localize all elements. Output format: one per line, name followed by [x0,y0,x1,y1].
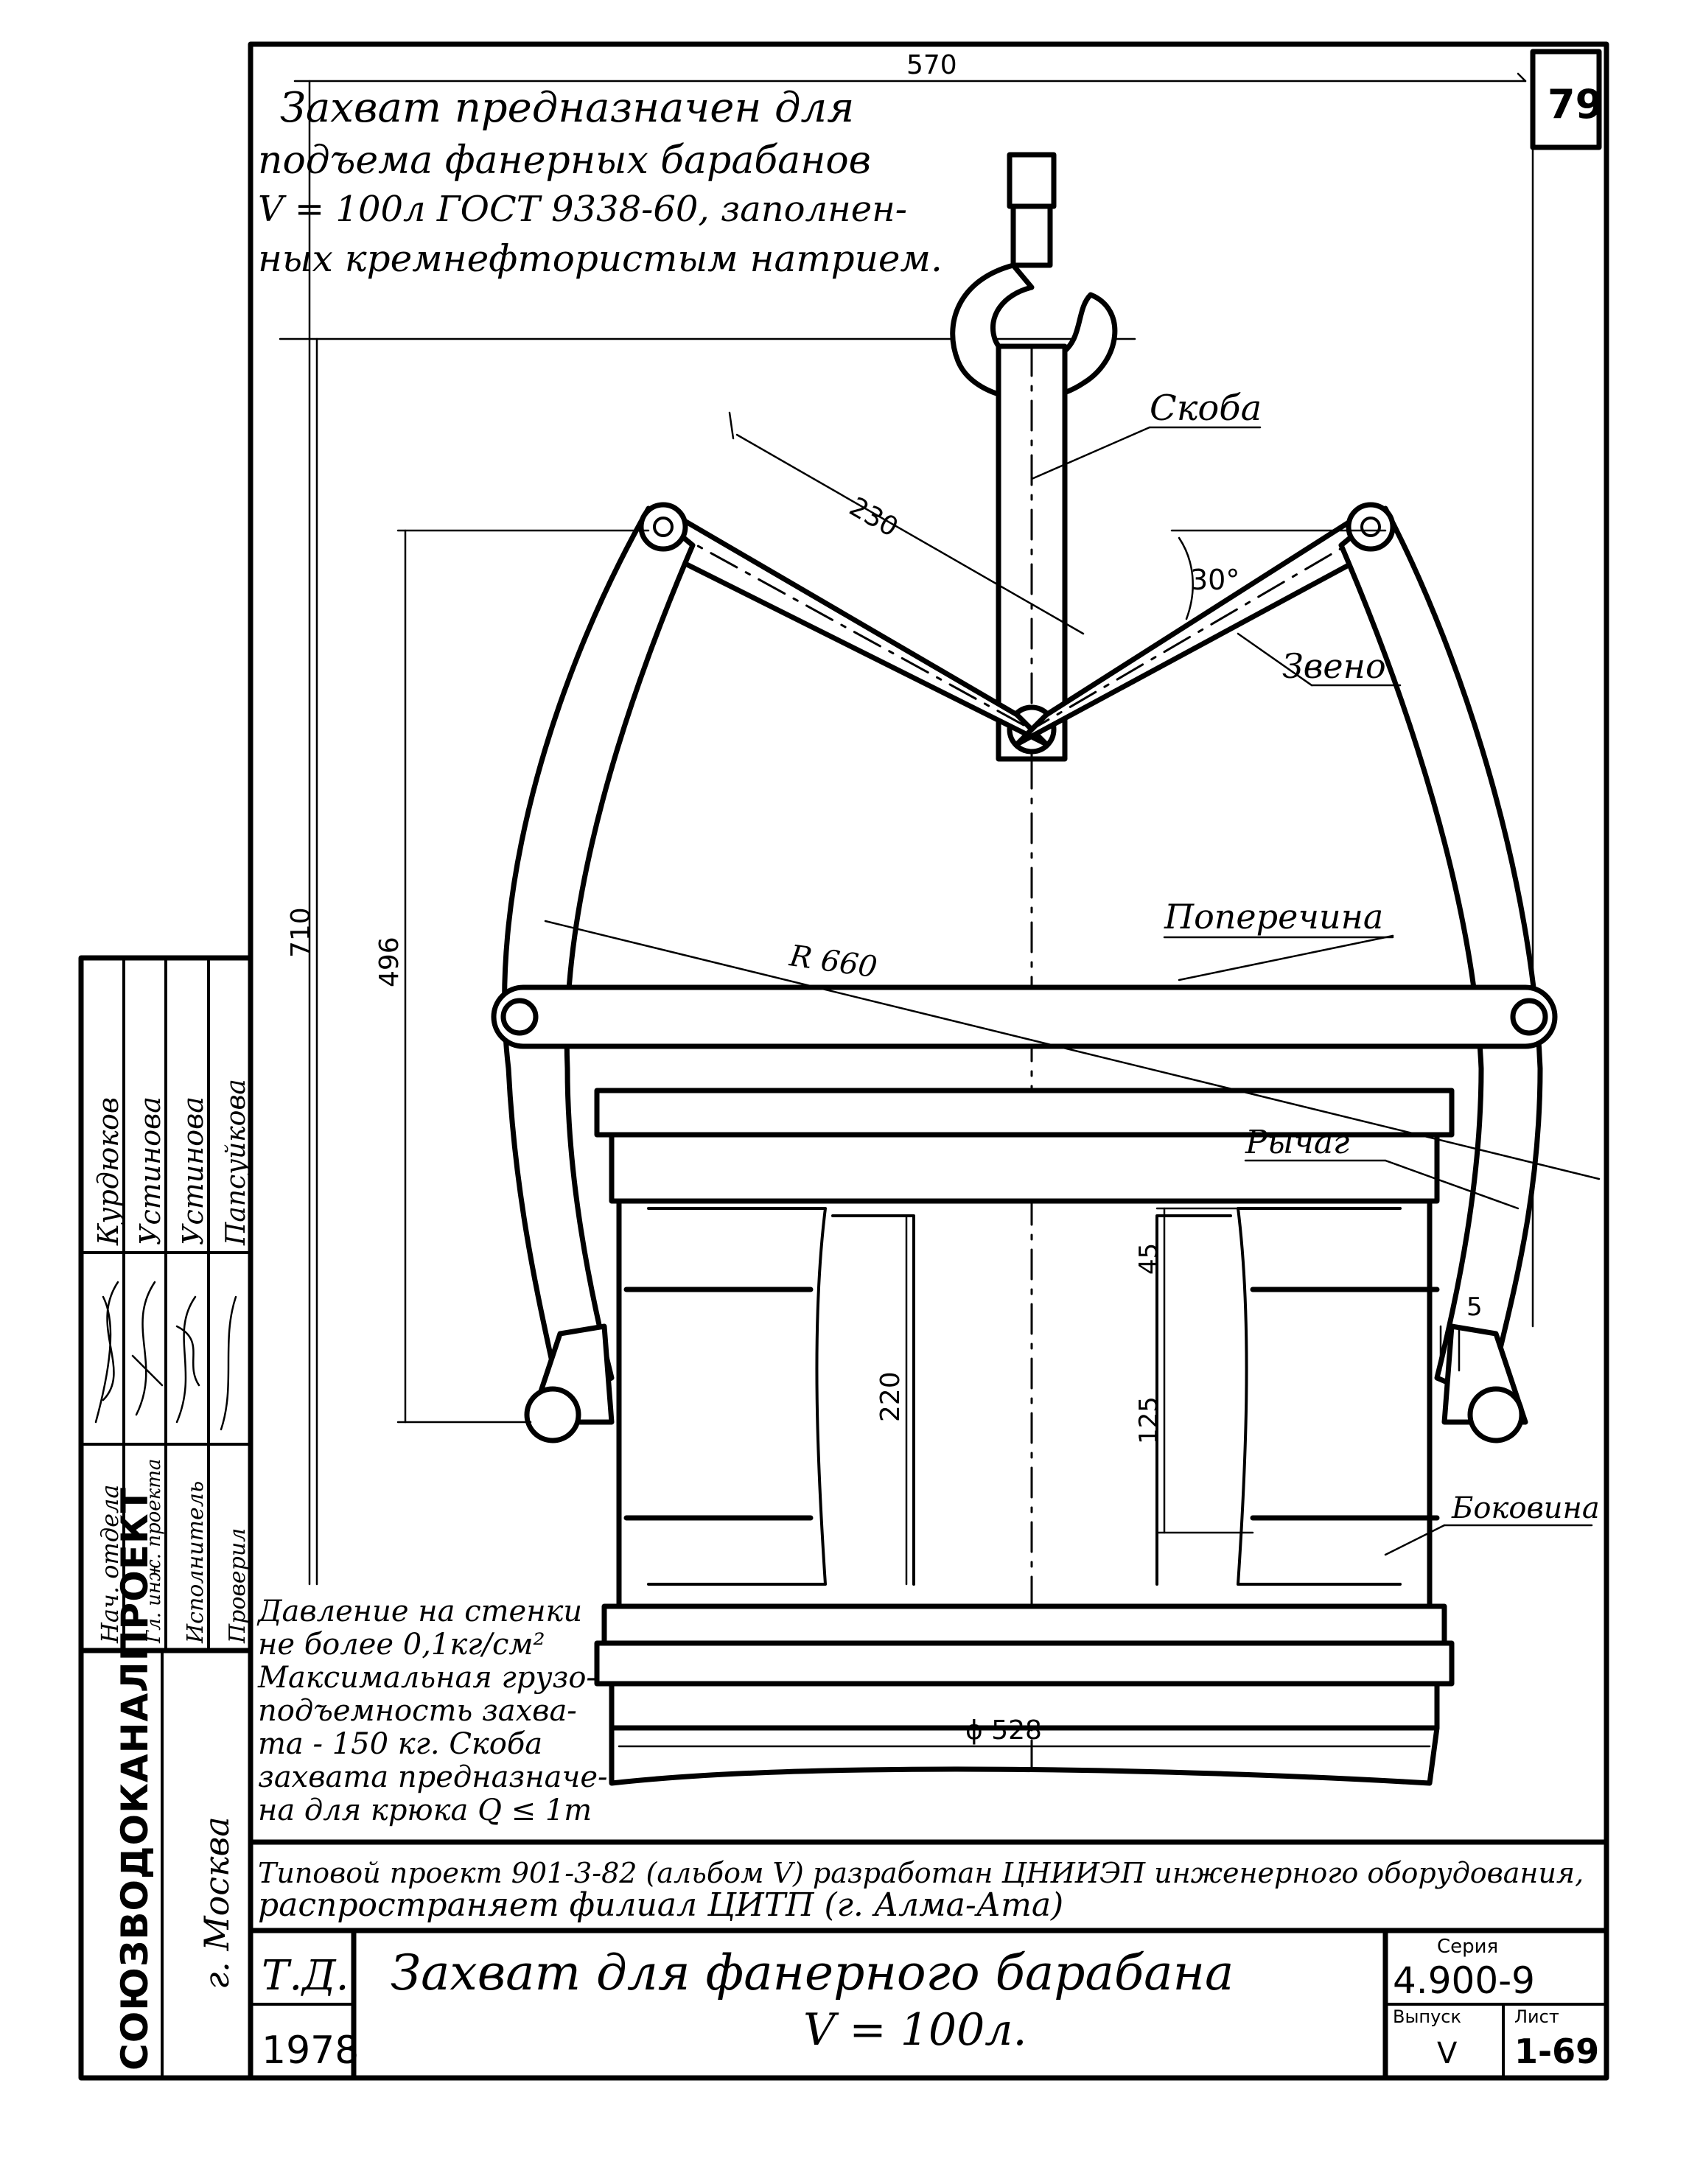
label-skoba: Скоба [1150,388,1262,429]
description-block: Захват предназначен для подъема фанерных… [258,84,943,280]
sheet: 1-69 [1514,2031,1599,2071]
description-line-3: V = 100л ГОСТ 9338-60, заполнен- [258,189,907,230]
name-1: Курдюков [92,1097,125,1246]
dim-496: 496 [374,937,405,987]
drum [594,1088,1455,1786]
sheet-label: Лист [1514,2006,1559,2027]
approval-stamp: Нач. отдела Гл. инж. проекта Исполнитель… [78,955,253,2081]
zveno-links [646,505,1388,747]
stamp-org: СОЮЗВОДОКАНАЛПРОЕКТ [113,1487,156,2071]
notes-block: Давление на стенки не более 0,1кг/см² Ма… [256,1595,608,1827]
stamp-city: г. Москва [197,1816,237,1989]
role-2: Гл. инж. проекта [143,1459,165,1644]
title-block: Т.Д. 1978 Захват для фанерного барабана … [262,1936,1599,2073]
rychag-levers [502,502,1543,1443]
label-zveno: Звено [1282,646,1386,686]
note-line-7: на для крюка Q ≤ 1т [258,1793,592,1827]
label-rychag: Рычаг [1245,1124,1349,1161]
dim-570: 570 [906,50,957,80]
role-1: Нач. отдела [96,1484,124,1644]
year: 1978 [262,2029,359,2073]
role-3: Исполнитель [183,1481,209,1644]
note-line-6: захвата предназначе- [258,1760,608,1794]
dim-5: 5 [1466,1292,1483,1322]
role-4: Проверил [225,1528,251,1644]
skoba-bar [996,343,1068,762]
name-4: Папсуйкова [221,1079,251,1246]
note-line-5: та - 150 кг. Скоба [258,1727,542,1761]
series: 4.900-9 [1393,1959,1535,2002]
dim-diameter: ϕ 528 [965,1715,1042,1746]
dim-angle: 30° [1190,564,1239,596]
project-line-1: Типовой проект 901-3-82 (альбом V) разра… [258,1857,1584,1889]
part-labels: Скоба Звено Поперечина Рычаг Боковина [1030,388,1600,1556]
signature-1 [94,1281,119,1424]
drawing-subtitle: V = 100л. [803,2004,1027,2056]
drawing-title: Захват для фанерного барабана [391,1945,1234,2001]
issue: V [1437,2037,1458,2071]
description-line-2: подъема фанерных барабанов [258,139,871,183]
signature-2 [131,1281,164,1416]
label-bokovina: Боковина [1451,1491,1600,1525]
note-line-3: Максимальная грузо- [257,1661,596,1695]
label-poperechina: Поперечина [1164,897,1383,937]
name-2: Устинова [134,1096,167,1245]
sheet-number: 79 [1548,81,1603,127]
name-3: Устинова [177,1096,209,1245]
dim-125: 125 [1134,1396,1164,1444]
note-line-1: Давление на стенки [256,1595,582,1628]
description-line-1: Захват предназначен для [280,84,854,132]
dimension-570: 570 [293,50,1527,83]
series-label: Серия [1437,1936,1498,1958]
issue-label: Выпуск [1393,2006,1461,2027]
dim-radius: R 660 [787,939,879,984]
signature-3 [175,1295,200,1424]
description-line-4: ных кремнефтористым натрием. [258,237,943,280]
td-label: Т.Д. [262,1952,349,2000]
project-line-2: распространяет филиал ЦИТП (г. Алма-Ата) [258,1886,1063,1924]
dim-45: 45 [1134,1243,1164,1275]
dim-710: 710 [286,907,316,958]
dim-220: 220 [875,1371,906,1422]
dim-230: 230 [844,491,903,543]
poperechina-bar [491,984,1558,1049]
note-line-4: подъемность захва- [258,1694,577,1728]
signature-4 [220,1295,237,1431]
note-line-2: не более 0,1кг/см² [258,1628,545,1662]
crane-hook [950,152,1118,402]
